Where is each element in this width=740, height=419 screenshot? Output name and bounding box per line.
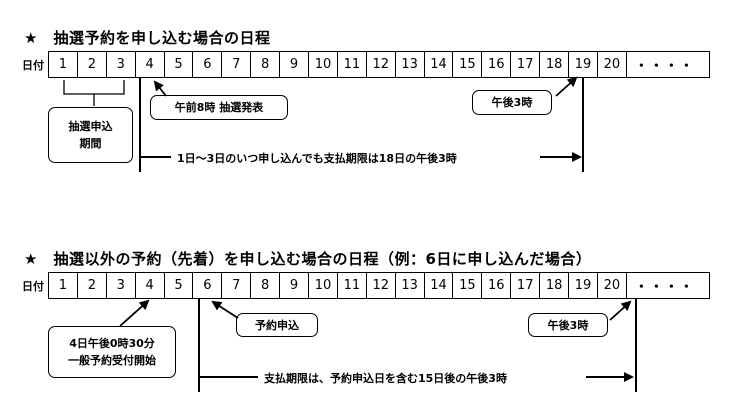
date-cell-2: 2 <box>78 273 107 298</box>
date-cell-1: 1 <box>49 52 78 77</box>
section1-deadline-box: 午後3時 <box>472 90 552 115</box>
general-booking-start-box: 4日午後0時30分 一般予約受付開始 <box>48 326 176 378</box>
lottery-period-box: 抽選申込 期間 <box>48 107 133 163</box>
date-cell-6: 6 <box>193 273 223 298</box>
reservation-apply-box: 予約申込 <box>236 313 318 337</box>
date-cell-8: 8 <box>251 273 281 298</box>
section1-deadline-arrow <box>555 76 578 97</box>
date-cell-9: 9 <box>280 273 310 298</box>
date-cell-11: 11 <box>338 273 367 298</box>
date-cell-20: 20 <box>598 52 627 77</box>
lottery-announcement-box: 午前8時 抽選発表 <box>150 95 288 120</box>
date-ellipsis: ・・・・ <box>634 280 695 295</box>
section2-deadline-box: 午後3時 <box>528 313 608 337</box>
date-cell-10: 10 <box>309 52 338 77</box>
date-cell-15: 15 <box>453 273 483 298</box>
lottery-period-bracket <box>63 80 125 106</box>
date-cell-13: 13 <box>396 52 425 77</box>
date-cell-3: 3 <box>107 52 136 77</box>
section2-title: ★ 抽選以外の予約（先着）を申し込む場合の日程（例：6日に申し込んだ場合） <box>24 250 592 268</box>
date-cell-18: 18 <box>540 52 570 77</box>
date-cell-19: 19 <box>569 52 598 77</box>
date-cell-2: 2 <box>78 52 107 77</box>
date-cell-11: 11 <box>338 52 367 77</box>
announce-arrow <box>153 80 167 97</box>
date-cell-7: 7 <box>222 52 252 77</box>
date-cell-14: 14 <box>425 273 454 298</box>
date-cell-5: 5 <box>165 52 194 77</box>
general-start-arrow <box>119 299 150 327</box>
date-cell-7: 7 <box>222 273 252 298</box>
date-cell-14: 14 <box>425 52 454 77</box>
date-cell-17: 17 <box>511 273 541 298</box>
date-cell-16: 16 <box>482 52 512 77</box>
section1-title: ★ 抽選予約を申し込む場合の日程 <box>24 29 271 47</box>
date-cell-9: 9 <box>280 52 310 77</box>
date-cell-19: 19 <box>569 273 598 298</box>
date-cell-3: 3 <box>107 273 136 298</box>
section2-deadline-note: 支払期限は、予約申込日を含む15日後の午後3時 <box>260 370 511 386</box>
date-cell-4: 4 <box>136 273 165 298</box>
date-cell-12: 12 <box>367 52 396 77</box>
date-cell-12: 12 <box>367 273 396 298</box>
date-cell-8: 8 <box>251 52 281 77</box>
date-cell-5: 5 <box>165 273 194 298</box>
section1-row-label: 日付 <box>22 59 44 72</box>
date-cell-18: 18 <box>540 273 570 298</box>
date-cell-4: 4 <box>136 52 165 77</box>
section2-deadline-arrow <box>609 300 632 321</box>
date-cell-6: 6 <box>193 52 223 77</box>
date-cell-15: 15 <box>453 52 483 77</box>
date-cell-1: 1 <box>49 273 78 298</box>
date-ellipsis: ・・・・ <box>634 59 695 74</box>
date-cell-17: 17 <box>511 52 541 77</box>
date-cell-13: 13 <box>396 273 425 298</box>
section2-row-label: 日付 <box>22 280 44 293</box>
date-cell-20: 20 <box>598 273 627 298</box>
section1-deadline-note: 1日～3日のいつ申し込んでも支払期限は18日の午後3時 <box>173 150 461 166</box>
date-cell-16: 16 <box>482 273 512 298</box>
date-cell-10: 10 <box>309 273 338 298</box>
apply-arrow <box>211 300 239 319</box>
